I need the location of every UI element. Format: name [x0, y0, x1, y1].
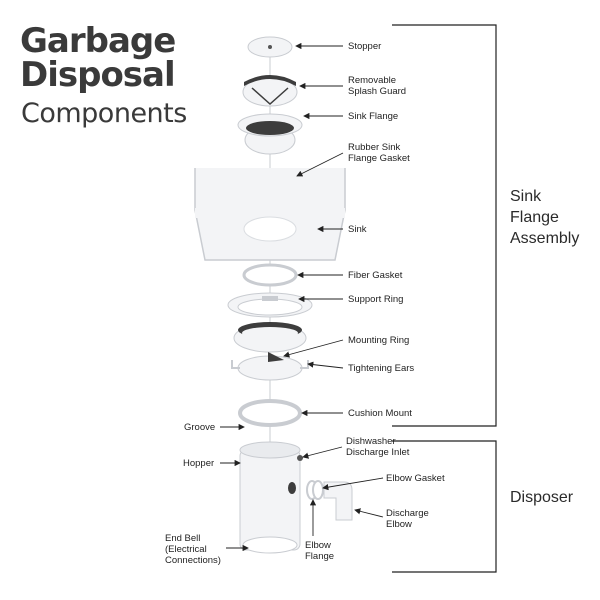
leader-elbow-gasket — [322, 477, 384, 491]
splash-guard-part — [242, 75, 298, 107]
sink-basin — [194, 168, 346, 261]
group-label-disposer: Disposer — [510, 489, 574, 506]
bracket-disposer — [392, 440, 497, 573]
label-sink-flange: Sink Flange — [348, 111, 399, 122]
fiber-gasket-part — [242, 263, 298, 287]
stopper-part — [247, 36, 293, 58]
page-subtitle: Components — [21, 98, 187, 129]
leader-dishwasher-inlet — [302, 446, 343, 459]
label-dishwasher-inlet: Dishwasher Discharge Inlet — [346, 436, 410, 458]
cushion-mount-part — [238, 399, 302, 427]
label-tightening-ears: Tightening Ears — [348, 363, 415, 374]
label-hopper: Hopper — [183, 458, 215, 469]
label-support-ring: Support Ring — [348, 294, 404, 305]
bracket-sink-flange-assembly — [392, 24, 497, 427]
label-cushion-mount: Cushion Mount — [348, 408, 412, 419]
label-discharge-elbow: Discharge Elbow — [386, 508, 429, 530]
group-label-sink-flange-assembly: Sink Flange Assembly — [510, 188, 580, 247]
support-ring-part — [227, 292, 313, 318]
discharge-elbow-part — [323, 481, 353, 521]
label-end-bell: End Bell (Electrical Connections) — [165, 533, 221, 566]
leader-tightening-ears — [307, 361, 344, 369]
label-rubber-gasket: Rubber Sink Flange Gasket — [348, 142, 410, 164]
title-line-2: Disposal — [20, 55, 176, 95]
label-elbow-flange: Elbow Flange — [305, 540, 335, 562]
tightening-ears-part — [231, 352, 309, 381]
sink-flange-part — [237, 113, 303, 155]
group-brackets — [392, 24, 497, 573]
label-sink: Sink — [348, 224, 367, 235]
page-title: Garbage Disposal — [20, 21, 176, 95]
title-line-1: Garbage — [20, 21, 176, 61]
label-groove: Groove — [184, 422, 216, 433]
elbow-gasket-part — [306, 480, 324, 500]
mounting-ring-part — [233, 322, 307, 353]
leader-lines — [220, 42, 384, 552]
leader-rubber-gasket — [296, 152, 344, 177]
label-elbow-gasket: Elbow Gasket — [386, 473, 445, 484]
disposer-body — [239, 441, 303, 554]
leader-mounting-ring — [283, 339, 344, 358]
label-fiber-gasket: Fiber Gasket — [348, 270, 403, 281]
label-splash-guard: Removable Splash Guard — [348, 75, 407, 97]
label-stopper: Stopper — [348, 41, 382, 52]
leader-discharge-elbow — [354, 508, 384, 518]
label-mounting-ring: Mounting Ring — [348, 335, 410, 346]
